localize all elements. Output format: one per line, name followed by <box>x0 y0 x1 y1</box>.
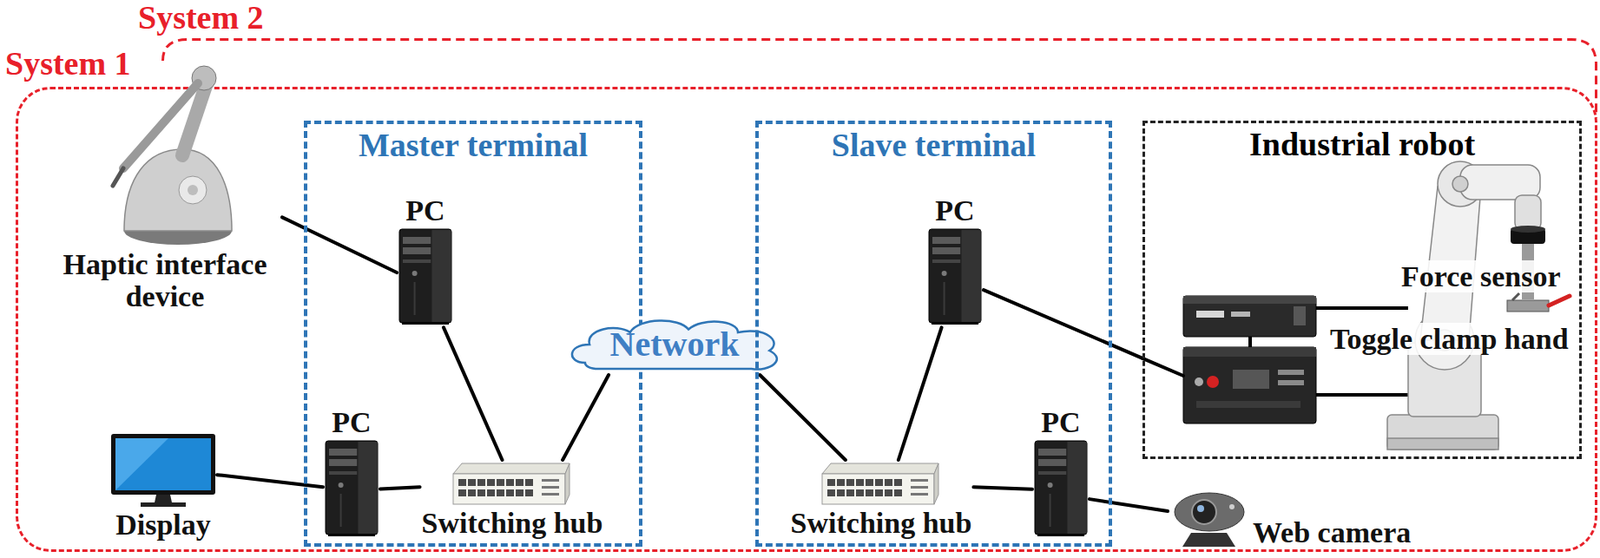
display-monitor: Display <box>109 432 218 543</box>
region-heading: Slave terminal <box>758 127 1109 165</box>
label-anchor: Force sensor <box>1399 260 1562 293</box>
network-cable <box>1089 499 1168 512</box>
bracket-outline <box>161 38 1598 119</box>
network-cable <box>443 327 503 461</box>
network-cable <box>282 217 397 273</box>
toggle-clamp-symbol <box>1507 293 1570 312</box>
device-label: PC <box>331 406 371 439</box>
system-outline: System 2 <box>161 38 1598 119</box>
switching-hub: Switching hub <box>420 460 606 541</box>
device-label: Display <box>115 508 211 541</box>
device-label: PC <box>405 194 445 227</box>
device-label: Network <box>610 327 740 363</box>
region-heading: System 1 <box>5 46 132 83</box>
pc-tower: PC <box>322 404 381 540</box>
cable-wire <box>1142 358 1184 376</box>
network-cloud: Network <box>562 314 788 376</box>
pc-tower-icon <box>1033 440 1088 538</box>
pc-tower: PC <box>396 192 455 328</box>
pc-tower-icon <box>398 228 453 326</box>
pc-tower: PC <box>1032 404 1090 540</box>
drive-unit <box>1183 296 1317 337</box>
network-cable <box>562 375 609 461</box>
switching-hub-icon <box>453 461 571 506</box>
haptic-device-icon <box>95 46 235 247</box>
haptic-device: Haptic interface device <box>47 45 283 316</box>
pc-tower-icon <box>324 440 379 538</box>
label-anchor: Toggle clamp hand <box>1328 322 1571 356</box>
display-monitor-icon <box>111 434 216 507</box>
device-label: Haptic interface device <box>49 248 281 314</box>
network-cable <box>973 487 1033 489</box>
network-cable <box>983 289 1143 359</box>
network-cable <box>759 375 846 461</box>
pc-tower: PC <box>926 192 984 328</box>
device-label: PC <box>1040 406 1080 439</box>
switching-hub-icon <box>822 461 940 506</box>
web-camera-icon <box>1169 487 1246 549</box>
robot-controller <box>1183 347 1317 424</box>
part-label: Force sensor <box>1399 260 1562 293</box>
device-label: PC <box>934 194 975 227</box>
switching-hub: Switching hub <box>789 460 975 541</box>
region-heading: Industrial robot <box>1145 126 1580 164</box>
network-cable <box>898 327 942 461</box>
terminal-region: Slave terminalPC Switching hub PC <box>755 120 1113 547</box>
web-camera: Web camera <box>1167 486 1413 551</box>
network-cable <box>380 487 421 489</box>
system-region: System 1Haptic interface deviceMaster te… <box>15 86 1598 553</box>
device-label: Switching hub <box>421 506 604 540</box>
pc-tower-icon <box>928 228 982 326</box>
part-label: Toggle clamp hand <box>1328 322 1571 356</box>
device-label: Web camera <box>1252 516 1411 549</box>
region-heading: System 2 <box>138 0 264 37</box>
region-heading: Master terminal <box>307 127 639 165</box>
device-label: Switching hub <box>790 506 973 540</box>
